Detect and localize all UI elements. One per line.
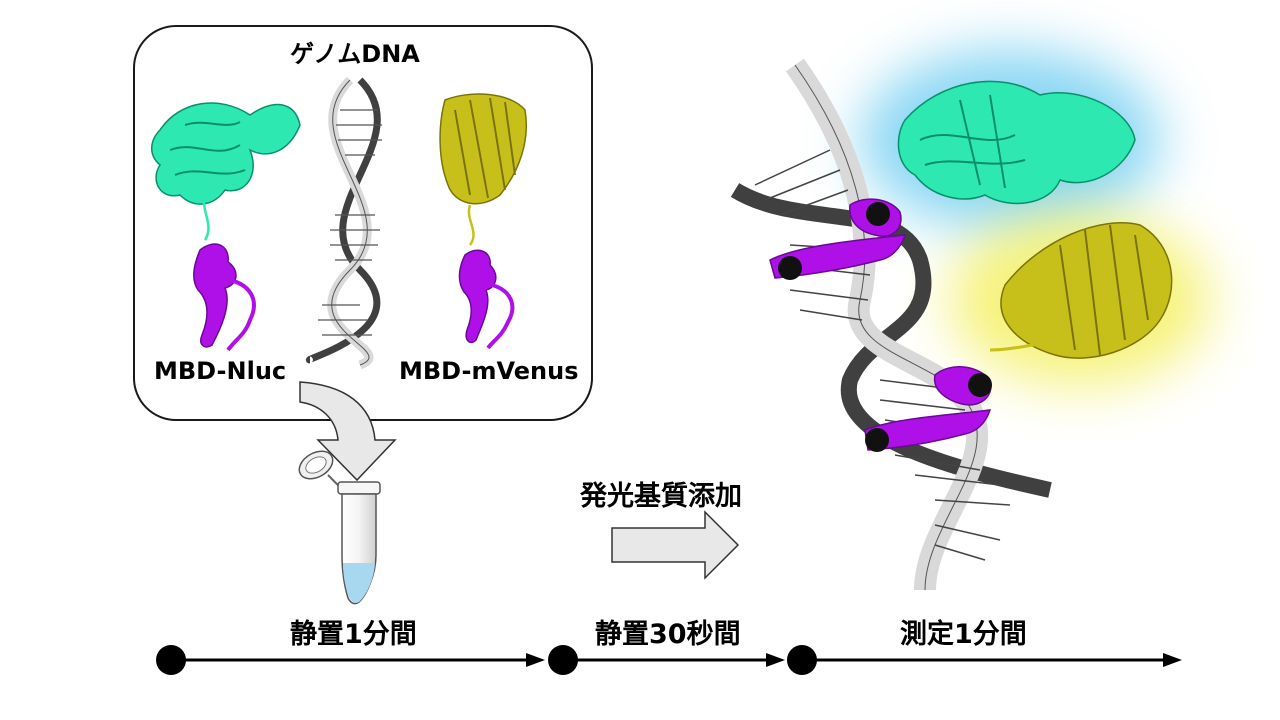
mbd-nluc-label: MBD-Nluc [154,357,287,385]
timeline-label-step3: 測定1分間 [900,619,1027,650]
mbd-domain-right [458,249,515,350]
microtube [298,450,381,605]
timeline-node-measure [787,645,817,675]
timeline-node-start [156,645,186,675]
substrate-addition-label: 発光基質添加 [580,481,742,512]
nluc-protein-structure [151,102,301,241]
bound-mvenus-protein [989,222,1173,359]
genomic-dna-helix [306,76,382,370]
curved-arrow-to-tube [299,381,397,482]
bound-dna-helix [730,58,1052,591]
timeline-label-step1: 静置1分間 [290,619,417,650]
bound-nluc-protein [897,80,1136,205]
timeline [156,645,1182,675]
mbd-mvenus-label: MBD-mVenus [399,357,579,385]
mbd-domain-left [193,243,256,352]
bound-mbd-upper [769,198,907,280]
timeline-label-step2: 静置30秒間 [595,619,741,650]
genomic-dna-label: ゲノムDNA [290,40,420,68]
block-arrow-right [611,510,740,580]
bound-mbd-lower [864,366,992,452]
timeline-node-mid [548,645,578,675]
mvenus-protein-structure [439,93,527,246]
